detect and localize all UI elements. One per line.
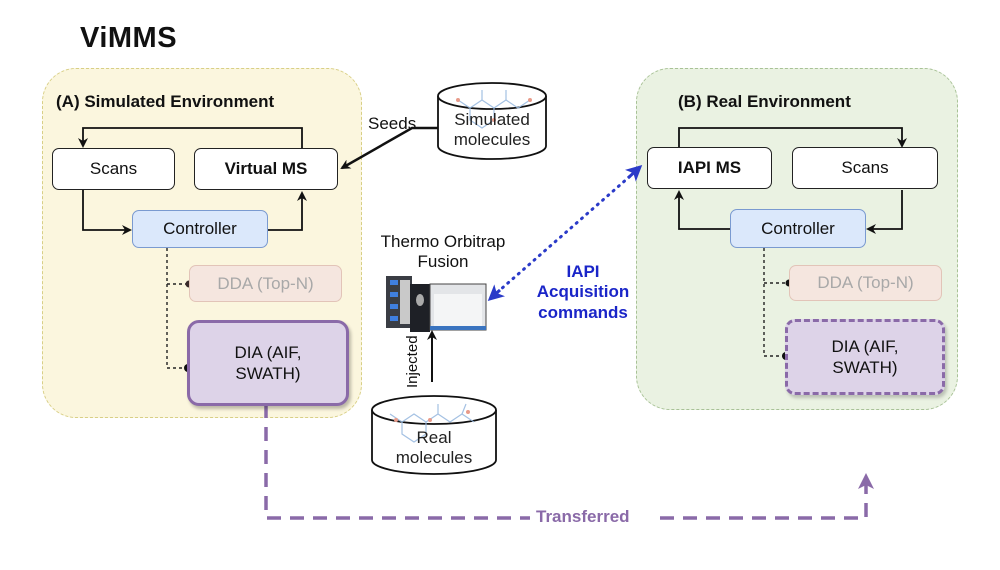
instrument-label: Thermo Orbitrap Fusion [358,232,528,273]
loop-iapims-to-scans [678,127,907,148]
real-scans-node[interactable]: Scans [792,147,938,189]
real-molecules-line1: Real [416,428,452,447]
iapi-ms-node[interactable]: IAPI MS [647,147,772,189]
real-molecules-cylinder [371,395,497,475]
loop-virtualms-to-scans [78,127,303,148]
seeds-label: Seeds [368,114,417,133]
seeds-arrow [340,126,438,170]
transferred-path [264,404,868,520]
sim-scans-node[interactable]: Scans [52,148,175,190]
loop-controller-to-virtualms [268,191,307,231]
real-dia-line2: SWATH) [832,358,898,377]
diagram-title: ViMMS [80,22,178,54]
sim-dda-node[interactable]: DDA (Top-N) [189,265,342,302]
simulated-molecules-label: Simulated molecules [438,110,546,150]
loop-scans-to-controller-real [866,190,903,234]
sim-controller-node[interactable]: Controller [132,210,268,248]
real-molecules-line2: molecules [395,448,473,468]
iapi-line3: commands [538,302,628,322]
sim-dia-line2: SWATH) [235,364,301,383]
sim-dia-node[interactable]: DIA (AIF, SWATH) [187,320,349,406]
iapi-commands-label: IAPI Acquisition commands [528,262,638,323]
real-dda-node[interactable]: DDA (Top-N) [789,265,942,301]
real-environment-label: (B) Real Environment [678,92,851,111]
sim-strategy-connector [166,248,188,369]
real-strategy-connector [763,248,786,357]
iapi-line2: Acquisition [536,282,630,302]
transferred-label: Transferred [534,507,632,527]
virtual-ms-node[interactable]: Virtual MS [194,148,338,190]
real-dia-node[interactable]: DIA (AIF, SWATH) [785,319,945,395]
real-molecules-label: Real molecules [372,428,496,468]
simulated-molecules-line2: molecules [453,130,531,150]
injected-label: Injected [404,335,421,388]
loop-scans-to-controller [82,190,132,235]
instrument-line2: Fusion [417,252,469,272]
orbitrap-instrument-icon [386,276,487,332]
instrument-line1: Thermo Orbitrap [380,232,506,251]
iapi-line1: IAPI [566,262,600,281]
real-controller-node[interactable]: Controller [730,209,866,248]
simulated-molecules-line1: Simulated [454,110,530,129]
loop-controller-to-iapims [674,190,730,230]
sim-dia-line1: DIA (AIF, [234,342,302,362]
real-dia-line1: DIA (AIF, [831,336,899,356]
simulated-environment-label: (A) Simulated Environment [56,92,275,111]
simulated-molecules-cylinder [437,82,547,160]
